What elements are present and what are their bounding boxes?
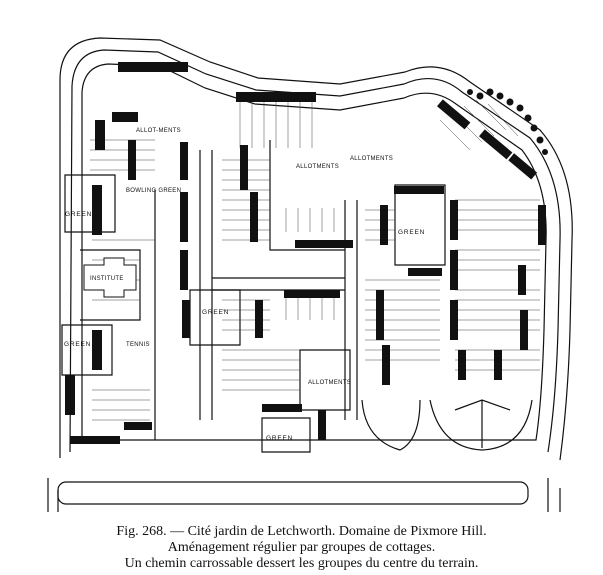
site-plan: ALLOT-MENTS ALLOTMENTS ALLOTMENTS ALLOTM…: [47, 37, 573, 512]
institute-label: INSTITUTE: [90, 276, 124, 282]
green-label-west: GREEN: [65, 211, 92, 218]
cottage-blocks: [65, 62, 546, 444]
plot-lines: [90, 99, 540, 421]
road-outlines: [47, 37, 573, 512]
figure-caption-line-2: Aménagement régulier par groupes de cott…: [167, 540, 436, 555]
allotments-label-centre: ALLOTMENTS: [296, 164, 339, 170]
bowling-green-label: BOWLING GREEN: [126, 188, 181, 194]
green-label-south: GREEN: [266, 435, 293, 442]
tennis-label: TENNIS: [126, 342, 150, 348]
green-label-centre: GREEN: [202, 309, 229, 316]
allotments-label-ne: ALLOTMENTS: [350, 156, 393, 162]
green-label-east: GREEN: [398, 229, 425, 236]
institute-building: [83, 257, 137, 298]
green-label-sw: GREEN: [64, 341, 91, 348]
figure-caption-line-1: Fig. 268. — Cité jardin de Letchworth. D…: [116, 524, 487, 539]
allotments-label-south: ALLOTMENTS: [308, 380, 351, 386]
allotments-label-nw: ALLOT-MENTS: [136, 128, 181, 134]
trees: [467, 88, 548, 155]
figure-caption-line-3: Un chemin carrossable dessert les groupe…: [124, 556, 479, 571]
